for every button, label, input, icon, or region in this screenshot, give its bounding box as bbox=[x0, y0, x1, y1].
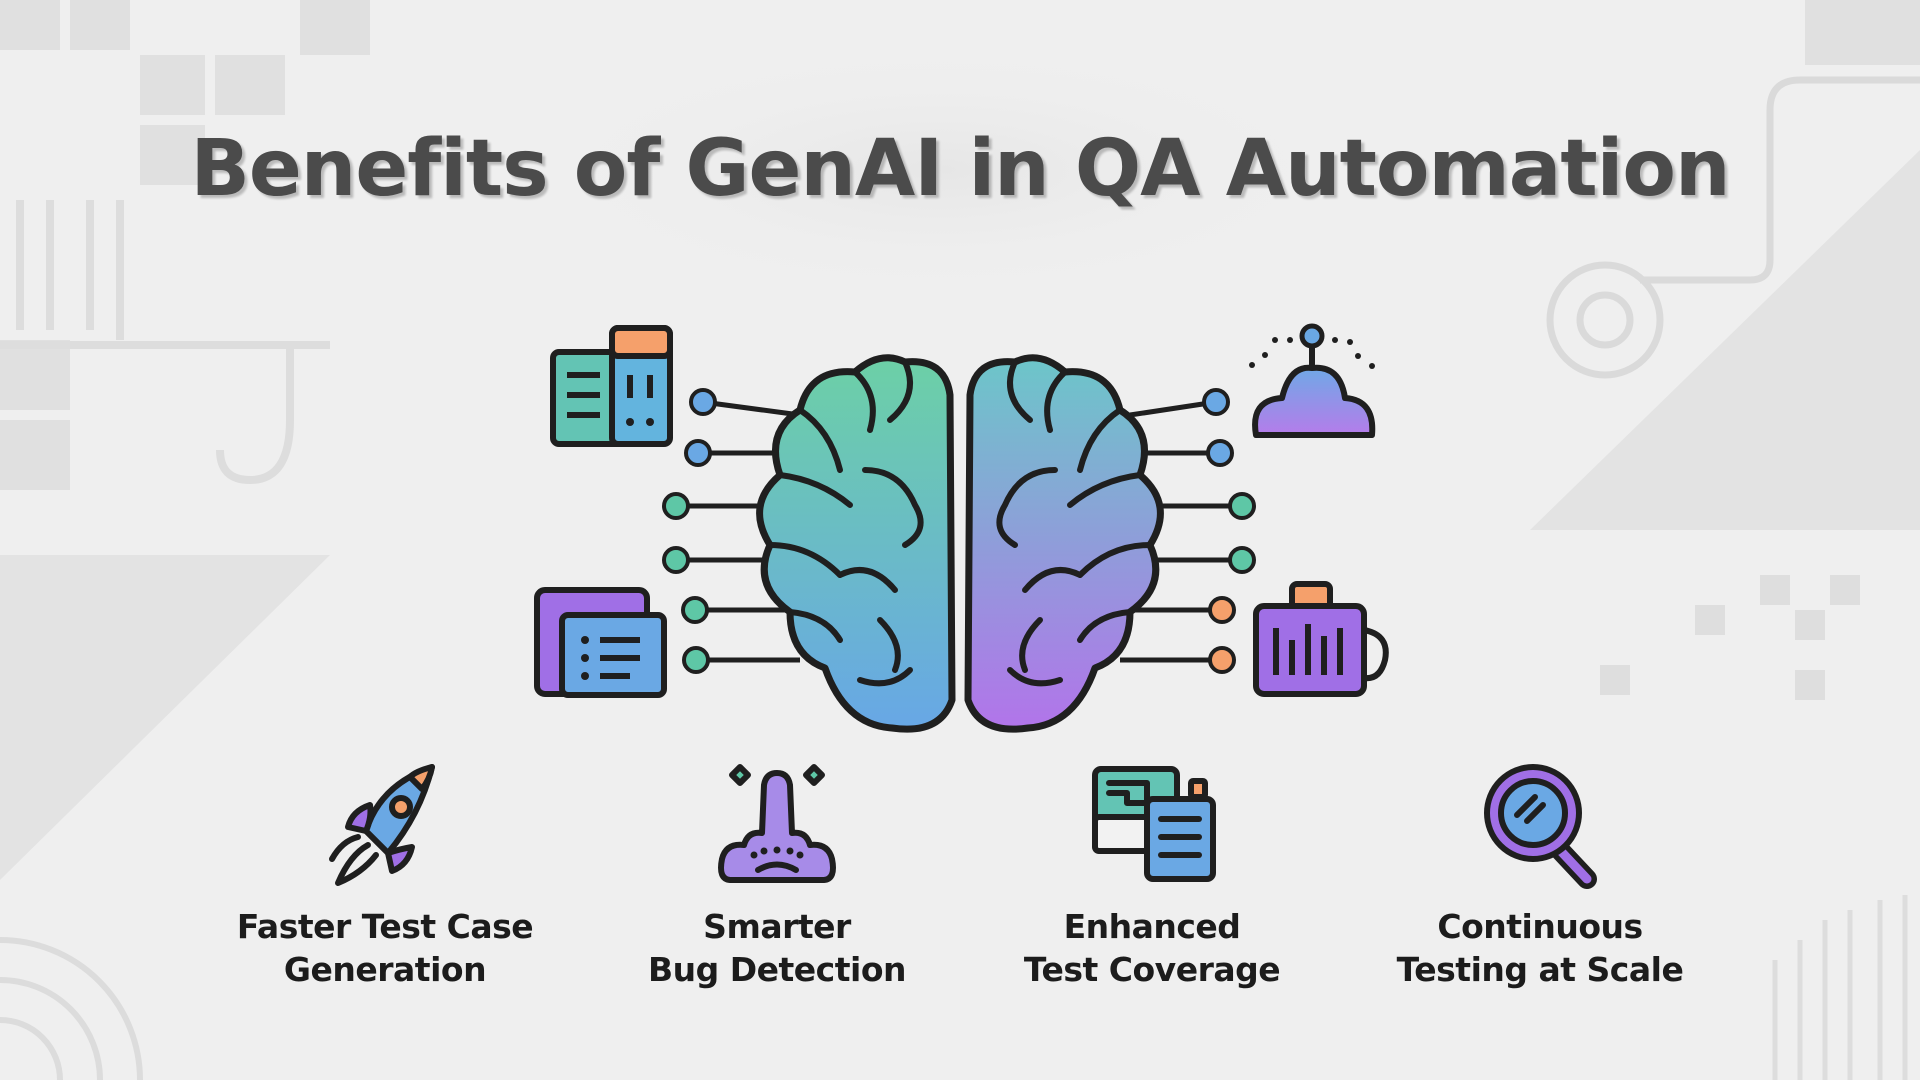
benefit-label: Continuous Testing at Scale bbox=[1360, 905, 1720, 991]
brain-left-hemisphere bbox=[756, 354, 956, 733]
right-nodes bbox=[1202, 388, 1256, 674]
brain-right-hemisphere bbox=[964, 354, 1164, 733]
document-server-icon bbox=[550, 325, 673, 447]
page-title: Benefits of GenAI in QA Automation bbox=[190, 124, 1730, 214]
benefit-faster-test-case-generation: Faster Test Case Generation bbox=[205, 755, 565, 995]
benefit-label-line1: Smarter bbox=[703, 907, 851, 946]
left-nodes bbox=[662, 388, 717, 674]
test-panels-icon bbox=[1092, 766, 1216, 882]
benefit-label-line2: Testing at Scale bbox=[1396, 950, 1684, 989]
benefit-enhanced-test-coverage: Enhanced Test Coverage bbox=[972, 755, 1332, 995]
brain-network-graphic bbox=[534, 323, 1389, 733]
benefit-label: Smarter Bug Detection bbox=[597, 905, 957, 991]
benefit-smarter-bug-detection: Smarter Bug Detection bbox=[597, 755, 957, 995]
cloud-antenna-icon bbox=[1249, 323, 1376, 438]
benefit-label: Enhanced Test Coverage bbox=[972, 905, 1332, 991]
rocket-icon bbox=[329, 764, 435, 886]
benefit-label-line2: Generation bbox=[283, 950, 487, 989]
benefit-continuous-testing-at-scale: Continuous Testing at Scale bbox=[1360, 755, 1720, 995]
left-connectors bbox=[676, 399, 801, 663]
benefit-label-line1: Faster Test Case bbox=[236, 907, 534, 946]
benefit-label-line2: Bug Detection bbox=[648, 950, 907, 989]
magnifier-icon bbox=[1484, 764, 1597, 889]
chart-mug-icon bbox=[1253, 581, 1389, 697]
bug-blob-icon bbox=[718, 764, 836, 883]
folder-list-icon bbox=[534, 587, 667, 698]
benefit-label: Faster Test Case Generation bbox=[205, 905, 565, 991]
right-connectors bbox=[1120, 399, 1242, 663]
benefit-label-line1: Enhanced bbox=[1063, 907, 1241, 946]
benefit-label-line1: Continuous bbox=[1437, 907, 1643, 946]
benefit-label-line2: Test Coverage bbox=[1023, 950, 1281, 989]
